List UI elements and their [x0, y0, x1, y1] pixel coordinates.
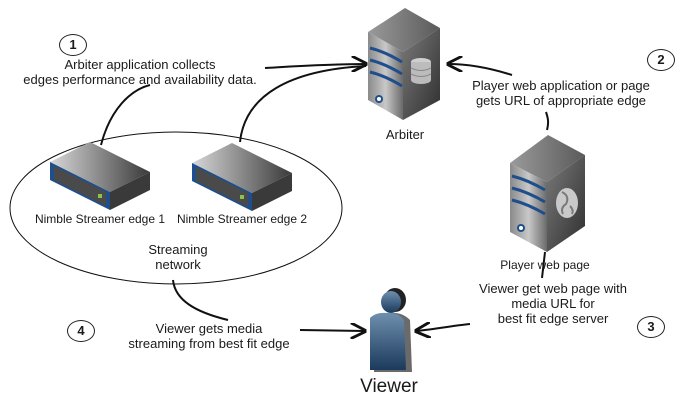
- step-1-description: Arbiter application collects edges perfo…: [10, 57, 270, 87]
- connector-step4-to-viewer: [299, 330, 365, 331]
- connector-edge1-to-arbiter: [100, 84, 151, 146]
- connector-step2-to-arbiter: [448, 64, 513, 76]
- network-switch-icon: [50, 142, 150, 210]
- step-3-line-3: best fit edge server: [497, 311, 609, 326]
- database-server-icon: [368, 8, 440, 120]
- step-1-badge: 1: [59, 34, 87, 56]
- arbiter-label: Arbiter: [385, 127, 425, 142]
- step-1-line-1: Arbiter application collects: [64, 57, 216, 72]
- streaming-network-line-1: Streaming: [148, 242, 208, 257]
- connector-step3-to-viewer: [416, 324, 471, 331]
- connector-player-to-step2: [545, 111, 550, 131]
- connector-player-to-step3: [541, 251, 546, 279]
- edge-1-label: Nimble Streamer edge 1: [34, 212, 166, 226]
- streaming-network-line-2: network: [155, 257, 201, 272]
- step-3-line-2: media URL for: [511, 296, 595, 311]
- step-2-badge: 2: [647, 49, 675, 71]
- step-3-line-1: Viewer get web page with: [479, 281, 627, 296]
- step-4-badge: 4: [67, 320, 95, 342]
- step-3-badge: 3: [637, 316, 665, 338]
- connector-edge2-to-arbiter: [239, 65, 367, 143]
- step-2-line-1: Player web application or page: [472, 78, 650, 93]
- streaming-network-label: Streaming network: [128, 242, 228, 272]
- step-4-line-2: streaming from best fit edge: [128, 336, 290, 351]
- user-icon: [370, 288, 412, 372]
- web-server-icon: [510, 135, 585, 252]
- edge-2-label: Nimble Streamer edge 2: [176, 212, 308, 226]
- step-3-description: Viewer get web page with media URL for b…: [468, 281, 638, 326]
- network-switch-icon: [192, 143, 292, 211]
- step-2-description: Player web application or page gets URL …: [455, 78, 667, 108]
- step-4-description: Viewer gets media streaming from best fi…: [118, 321, 300, 351]
- player-web-page-label: Player web page: [500, 258, 590, 272]
- connector-network-to-step4: [172, 279, 229, 321]
- viewer-label: Viewer: [360, 376, 418, 397]
- step-2-line-2: gets URL of appropriate edge: [475, 93, 647, 108]
- step-1-line-2: edges performance and availability data.: [23, 72, 257, 87]
- step-4-line-1: Viewer gets media: [155, 321, 263, 336]
- streaming-network-boundary: [9, 131, 343, 285]
- connector-label1-to-arbiter: [264, 64, 366, 68]
